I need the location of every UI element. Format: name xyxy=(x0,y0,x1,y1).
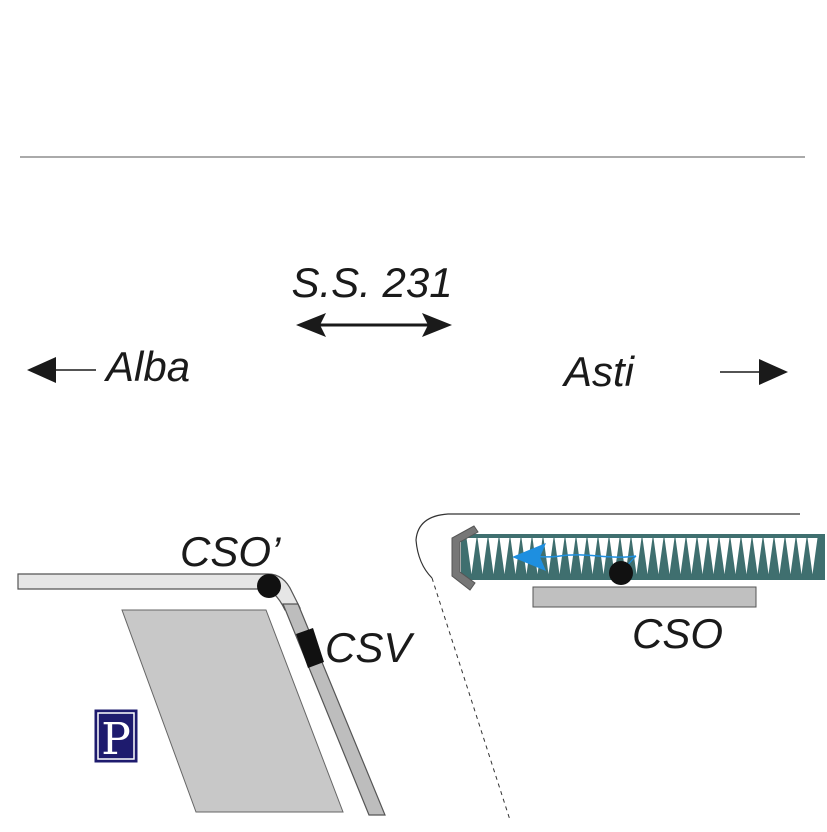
spring-coil xyxy=(674,537,687,579)
asti-label: Asti xyxy=(561,348,636,395)
spring-coil xyxy=(751,537,764,579)
spring-coil xyxy=(762,537,775,579)
retraction-arrowhead xyxy=(512,543,546,571)
spring-coil xyxy=(553,537,566,579)
lane-dashed-line xyxy=(431,577,511,821)
retractable-barrier xyxy=(451,525,825,591)
spring-coil xyxy=(542,537,555,579)
spring-coil xyxy=(773,537,786,579)
csv-label: CSV xyxy=(325,624,415,671)
spring-coil xyxy=(707,537,720,579)
barrier-end-cap xyxy=(451,525,479,591)
spring-coil xyxy=(795,537,808,579)
spring-coil xyxy=(498,537,511,579)
spring-coil xyxy=(476,537,489,579)
spring-coil xyxy=(652,537,665,579)
spring-coil xyxy=(641,537,654,579)
spring-coil xyxy=(575,537,588,579)
left-arrow-icon xyxy=(27,357,96,383)
barrier-support-plate xyxy=(532,586,757,608)
spring-coil xyxy=(597,537,610,579)
spring-coil xyxy=(685,537,698,579)
spring-coil xyxy=(784,537,797,579)
spring-coil xyxy=(806,537,819,579)
curb-outline xyxy=(415,513,800,579)
parking-sign-letter: P xyxy=(101,714,131,765)
cso-pivot xyxy=(609,561,633,585)
road-name-label: S.S. 231 xyxy=(291,259,452,306)
csv-sensor xyxy=(296,628,324,668)
spring-coil xyxy=(729,537,742,579)
parking-area xyxy=(121,609,344,813)
alba-label: Alba xyxy=(103,343,190,390)
two-way-arrow-icon xyxy=(296,313,452,337)
spring-coil xyxy=(586,537,599,579)
spring-coil xyxy=(564,537,577,579)
spring-coil xyxy=(718,537,731,579)
cso-label: CSO xyxy=(632,610,723,657)
spring-coil xyxy=(487,537,500,579)
spring-coil xyxy=(630,537,643,579)
horizontal-barrier xyxy=(17,573,301,611)
right-arrow-icon xyxy=(720,359,788,385)
cso-prime-label: CSO’ xyxy=(180,528,281,575)
spring-coil xyxy=(740,537,753,579)
spring-coil xyxy=(696,537,709,579)
spring-coil xyxy=(663,537,676,579)
cso-prime-pivot xyxy=(257,574,281,598)
spring-coil xyxy=(465,537,478,579)
parking-sign-icon: P xyxy=(94,709,138,765)
